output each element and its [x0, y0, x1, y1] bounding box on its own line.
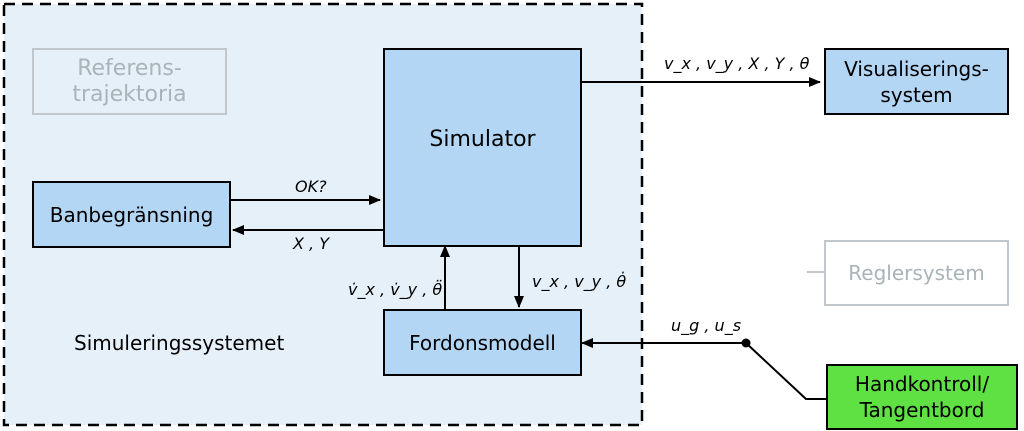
- banbegransning-block: Banbegränsning: [32, 181, 231, 248]
- reglersystem-label: Reglersystem: [848, 261, 985, 285]
- label-sim-to-ban: X , Y: [293, 234, 329, 253]
- handkontroll-line-1: Handkontroll/: [854, 372, 990, 396]
- edge-handkontroll-link: [745, 342, 826, 400]
- simulator-block: Simulator: [383, 48, 582, 247]
- label-sim-to-ford: v_x , v_y , θ̇: [532, 272, 627, 291]
- junction-dot: [741, 338, 751, 348]
- visualiseringssystem-block: Visualiserings- system: [824, 48, 1009, 115]
- label-ban-to-sim: OK?: [295, 177, 327, 196]
- label-input-to-ford: u_g , u_s: [671, 316, 742, 335]
- fordonsmodell-block: Fordonsmodell: [383, 309, 582, 376]
- fordonsmodell-label: Fordonsmodell: [409, 330, 556, 355]
- label-ford-to-sim: v̇_x , v̇_y , θ̈: [348, 280, 443, 299]
- reglersystem-block: Reglersystem: [824, 240, 1009, 306]
- visualisering-line-2: system: [880, 82, 953, 107]
- referenstrajektoria-block: Referens- trajektoria: [32, 48, 227, 115]
- label-sim-to-vis: v_x , v_y , X , Y , θ: [664, 54, 810, 73]
- referens-line-1: Referens-: [77, 55, 182, 81]
- visualisering-line-1: Visualiserings-: [844, 56, 989, 81]
- handkontroll-block: Handkontroll/ Tangentbord: [826, 364, 1018, 430]
- referens-line-2: trajektoria: [72, 81, 187, 107]
- container-label: Simuleringssystemet: [74, 331, 285, 355]
- simulator-label: Simulator: [429, 127, 536, 152]
- banbegransning-label: Banbegränsning: [49, 202, 214, 227]
- handkontroll-line-2: Tangentbord: [859, 398, 985, 422]
